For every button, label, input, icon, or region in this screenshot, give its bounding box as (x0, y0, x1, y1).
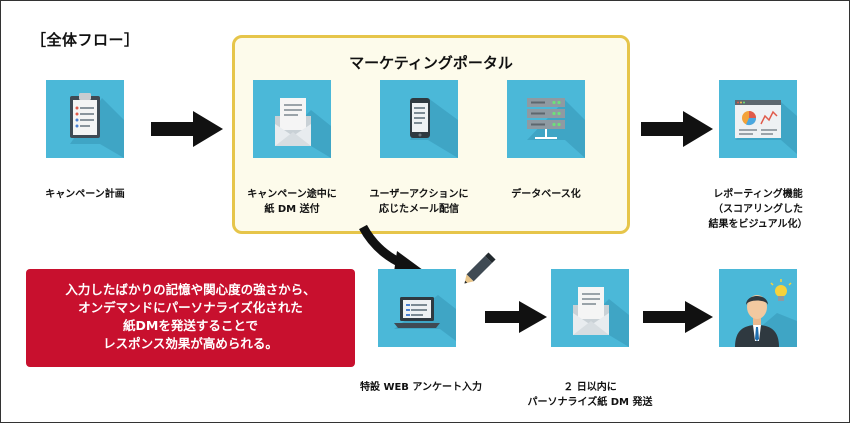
diagram-title: ［全体フロー］ (31, 31, 140, 49)
laptop-icon (378, 269, 456, 347)
label-line: キャンペーン途中に (247, 189, 337, 200)
highlight-note: 入力したばかりの記憶や関心度の強さから、 オンデマンドにパーソナライズ化された … (26, 269, 355, 367)
label-line: 特設 WEB アンケート入力 (359, 382, 483, 393)
step-label-plan: キャンペーン計画 (36, 187, 134, 202)
step-label-personalized-dm: ２ 日以内に パーソナライズ紙 DM 発送 (520, 380, 660, 410)
step-label-reporting: レポーティング機能 （スコアリングした 結果をビジュアル化） (701, 187, 815, 232)
pencil-icon (464, 252, 496, 284)
label-line: ２ 日以内に (563, 382, 617, 393)
note-line: 入力したばかりの記憶や関心度の強さから、 (65, 282, 316, 297)
label-line: レポーティング機能 (713, 189, 803, 200)
server-icon (507, 80, 585, 158)
label-line: ユーザーアクションに (369, 189, 469, 200)
note-line: 紙DMを発送することで (123, 318, 258, 333)
step-label-database: データベース化 (496, 187, 596, 202)
businessman-lightbulb-icon (719, 269, 797, 347)
portal-title: マーケティングポータル (349, 54, 513, 72)
envelope-icon (551, 269, 629, 347)
note-line: レスポンス効果が高められる。 (103, 336, 278, 351)
label-line: 応じたメール配信 (379, 204, 459, 215)
label-line: パーソナライズ紙 DM 発送 (527, 397, 653, 408)
label-line: キャンペーン計画 (45, 189, 125, 200)
note-line: オンデマンドにパーソナライズ化された (78, 300, 303, 315)
step-label-paper-dm: キャンペーン途中に 紙 DM 送付 (236, 187, 348, 217)
step-label-web-survey: 特設 WEB アンケート入力 (351, 380, 491, 395)
flow-arrow-right (485, 301, 547, 333)
label-line: データベース化 (511, 189, 581, 200)
flow-arrow-right (151, 111, 223, 147)
flow-arrow-right (641, 111, 713, 147)
step-label-user-action: ユーザーアクションに 応じたメール配信 (363, 187, 475, 217)
dashboard-chart-icon (719, 80, 797, 158)
clipboard-icon (46, 80, 124, 158)
envelope-icon (253, 80, 331, 158)
smartphone-icon (380, 80, 458, 158)
label-line: 紙 DM 送付 (264, 204, 320, 215)
label-line: （スコアリングした (713, 204, 803, 215)
flow-arrow-right (643, 301, 713, 333)
label-line: 結果をビジュアル化） (708, 219, 808, 230)
